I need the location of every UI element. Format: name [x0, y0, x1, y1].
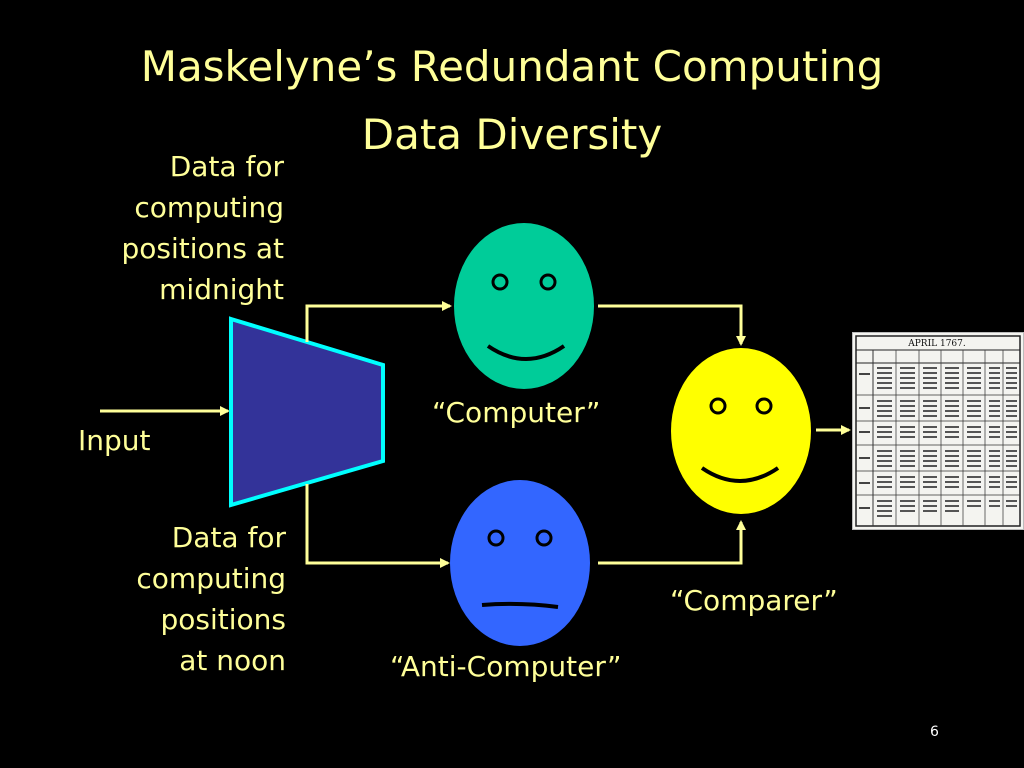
face-mouth — [486, 344, 566, 361]
comparer-face — [671, 348, 811, 514]
computer-to-comparer-arrow — [598, 304, 746, 346]
anti-computer-to-comparer-arrow — [598, 520, 746, 565]
midnight-label-line: midnight — [159, 273, 284, 306]
face-eye — [535, 529, 553, 547]
comparer-label: “Comparer” — [670, 584, 838, 617]
face-mouth — [481, 601, 559, 609]
noon-label-line: Data for — [171, 521, 286, 554]
almanac-header-text: APRIL 1767. — [907, 339, 966, 349]
midnight-data-label: Data for computing positions at midnight — [24, 146, 284, 310]
page-number: 6 — [930, 724, 939, 740]
midnight-label-line: Data for — [169, 150, 284, 183]
face-eye — [539, 273, 557, 291]
face-eye — [487, 529, 505, 547]
neutral-face-icon — [450, 480, 590, 646]
midnight-data-arrow — [305, 301, 452, 342]
noon-data-label: Data for computing positions at noon — [26, 517, 286, 681]
anti-computer-label: “Anti-Computer” — [390, 650, 622, 683]
face-eye — [755, 397, 773, 415]
computer-face — [454, 223, 594, 389]
noon-label-line: positions — [160, 603, 287, 636]
slide-title-line-1: Maskelyne’s Redundant Computing — [140, 42, 884, 91]
face-eye — [709, 397, 727, 415]
midnight-label-line: positions at — [121, 232, 284, 265]
noon-data-arrow — [305, 484, 450, 568]
almanac-table-image: APRIL 1767. — [852, 332, 1024, 530]
smiling-face-icon — [454, 223, 594, 389]
midnight-label-line: computing — [134, 191, 284, 224]
face-mouth — [700, 466, 780, 483]
face-eye — [491, 273, 509, 291]
smiling-face-icon — [671, 348, 811, 514]
slide-title-line-2: Data Diversity — [361, 110, 663, 159]
input-label: Input — [78, 424, 151, 457]
noon-label-line: computing — [136, 562, 286, 595]
computer-label: “Computer” — [432, 396, 601, 429]
noon-label-line: at noon — [179, 644, 286, 677]
anti-computer-face — [450, 480, 590, 646]
almanac-table-drawing: APRIL 1767. — [855, 335, 1021, 527]
data-splitter — [229, 316, 385, 508]
